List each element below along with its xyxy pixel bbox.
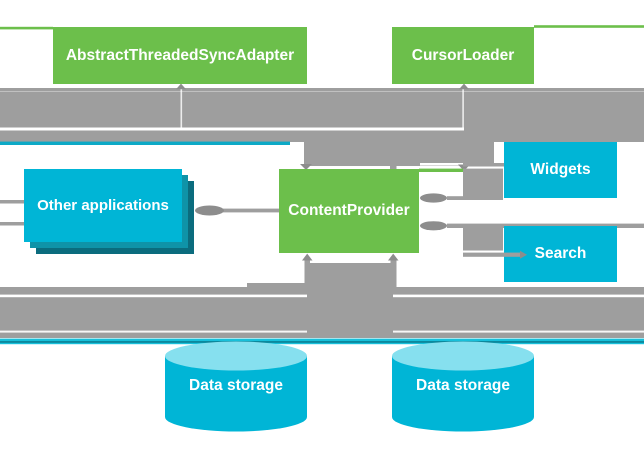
data-storage-right-cylinder xyxy=(392,341,534,432)
bottom-band-bump xyxy=(247,283,307,288)
sync-adapter-box: AbstractThreadedSyncAdapter xyxy=(53,27,307,84)
search-box: Search xyxy=(504,226,617,282)
cyan-glitch-line-left xyxy=(0,141,290,145)
top-arrow-band xyxy=(0,88,644,142)
left-stub-bottom xyxy=(0,222,24,226)
storage-arrow-block xyxy=(307,263,393,338)
data-storage-left-label: Data storage xyxy=(189,377,283,394)
arrow-shaft-search xyxy=(447,223,644,228)
top-band-vseam-left xyxy=(180,88,183,128)
widgets-box: Widgets xyxy=(504,142,617,198)
arrowhead-search-to-cp xyxy=(420,221,447,231)
search-label: Search xyxy=(534,245,587,262)
data-storage-left-cylinder xyxy=(165,341,307,432)
data-storage-right-label: Data storage xyxy=(416,377,510,394)
mid-arrow-block xyxy=(304,141,494,166)
storage-shaft-left xyxy=(304,259,310,288)
top-band-seam-faint xyxy=(0,91,644,92)
search-elbow-vbar xyxy=(463,228,503,251)
arrow-shaft-widgets xyxy=(447,196,463,200)
arrow-up-cp-left xyxy=(302,253,313,261)
green-glitch-stub-cp xyxy=(419,168,463,172)
green-glitch-line-left xyxy=(0,26,53,30)
cyan-glitch-stripe-dark xyxy=(0,341,644,343)
storage-shaft-right xyxy=(390,259,397,288)
arrow-up-syncadapter xyxy=(176,83,186,90)
other-applications-box: Other applications xyxy=(24,169,182,242)
content-provider-box: ContentProvider xyxy=(279,169,419,253)
mid-vstub xyxy=(390,164,397,170)
top-band-seam xyxy=(0,127,464,131)
content-provider-label: ContentProvider xyxy=(288,202,410,219)
cursor-loader-label: CursorLoader xyxy=(411,46,515,64)
arrowhead-widgets-to-cp xyxy=(420,193,447,203)
green-glitch-line-right xyxy=(534,25,644,28)
widgets-label: Widgets xyxy=(530,161,591,178)
arrow-down-contentprovider xyxy=(300,164,312,170)
sync-adapter-label: AbstractThreadedSyncAdapter xyxy=(65,46,295,64)
widgets-elbow-top-line xyxy=(463,163,504,167)
arrow-up-cursorloader xyxy=(459,83,469,90)
widgets-elbow-vbar xyxy=(463,168,503,200)
cursor-loader-box: CursorLoader xyxy=(392,27,534,84)
data-storage-right-label-wrap: Data storage xyxy=(392,372,534,400)
data-storage-left-label-wrap: Data storage xyxy=(165,372,307,400)
arrow-up-cp-right xyxy=(388,253,399,261)
left-stub-top xyxy=(0,200,24,204)
arrow-shaft-other-apps xyxy=(220,208,279,213)
other-applications-label: Other applications xyxy=(37,197,169,214)
top-band-vseam-right xyxy=(462,88,464,128)
arrowhead-other-apps xyxy=(195,205,224,216)
cylinder-top-left xyxy=(165,341,307,371)
cylinder-top-right xyxy=(392,341,534,371)
mid-block-seam xyxy=(420,163,494,166)
